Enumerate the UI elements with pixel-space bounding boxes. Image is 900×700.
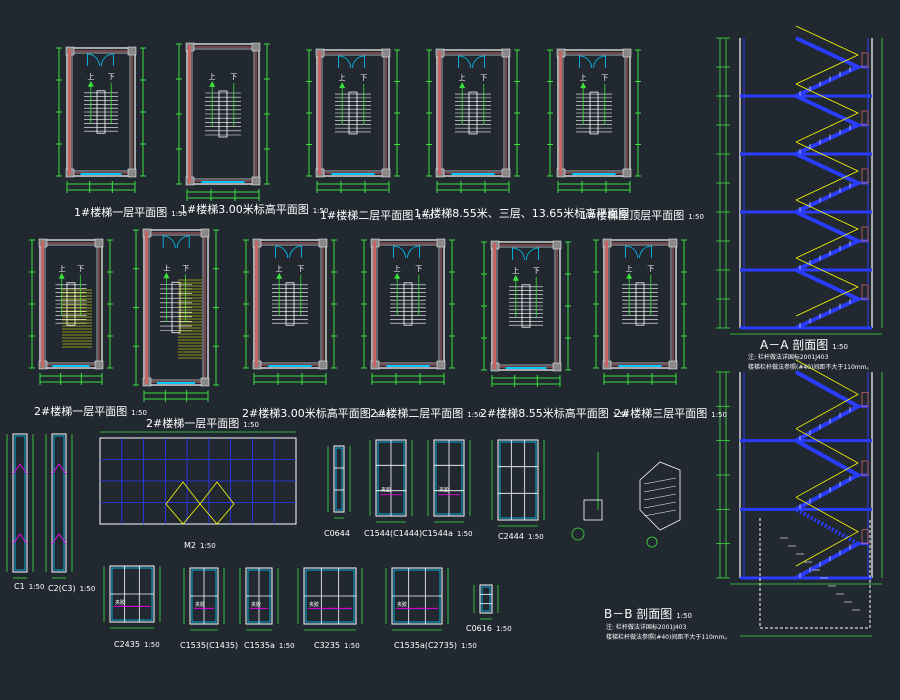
window-c1535: 夹胶 [183, 567, 225, 631]
stair-down-mark: 下 [108, 73, 115, 81]
stair-up-mark: 上 [580, 73, 587, 82]
window-tag: 夹胶 [381, 487, 391, 494]
stair-down-mark: 下 [647, 265, 654, 273]
stair-up-mark: 上 [459, 73, 466, 82]
stair-up-mark: 上 [339, 73, 346, 82]
railing-detail [571, 452, 681, 548]
stair-up-mark: 上 [276, 264, 283, 273]
window-tag: 夹胶 [195, 601, 205, 608]
window-c2435: 夹胶 [103, 565, 161, 629]
window-tag: 夹胶 [115, 599, 125, 606]
plan-2-3m: 上下 [243, 238, 337, 385]
stair-down-mark: 下 [182, 264, 189, 272]
section-note-bb: 注: 栏杆做法详国标2001J403 [606, 624, 687, 631]
window-c1544: 夹胶 [369, 439, 413, 523]
window-c1535a: 夹胶 [239, 567, 279, 631]
window-c0644 [327, 445, 351, 519]
door-m2 [99, 431, 297, 525]
stair-down-mark: 下 [297, 265, 304, 273]
window-label-c2: C2(C3)1:50 [48, 584, 96, 593]
window-label-c0644: C0644 [324, 529, 350, 538]
section-note2-aa: 楼梯栏杆做法参照(#40)间距不大于110mm。 [748, 364, 873, 371]
window-c1 [6, 433, 34, 579]
window-tag: 夹胶 [251, 601, 261, 608]
plan-1-roof: 上下 [547, 48, 641, 193]
window-c-hatch-0 [12, 463, 28, 545]
stair-down-mark: 下 [480, 74, 487, 82]
window-tag: 夹胶 [439, 487, 449, 494]
plan-2-floor1b: 上下 [133, 228, 219, 402]
section-note2-bb: 楼梯栏杆做法参照(#40)间距不大于110mm。 [606, 634, 731, 641]
stair-up-mark: 上 [512, 266, 519, 275]
stair-down-mark: 下 [533, 267, 540, 275]
plan-2-8m: 上下 [481, 240, 571, 387]
stair-down-mark: 下 [77, 265, 84, 273]
stair-down-mark: 下 [360, 74, 367, 82]
section-aa [716, 25, 883, 335]
plan-title-1-4: 1#楼梯8.55米、三层、13.65米标高平面图 [414, 207, 630, 220]
stair-down-mark: 下 [415, 265, 422, 273]
plan-2-floor2: 上下 [361, 238, 455, 385]
window-label-c1535: C1535(C1435) [180, 641, 239, 650]
plan-1-8m: 上下 [426, 48, 520, 193]
stair-up-mark: 上 [59, 264, 66, 273]
window-label-c1544: C1544(C1444) [364, 529, 423, 538]
window-tag: 夹胶 [309, 601, 319, 608]
stair-hatch-0 [62, 289, 92, 348]
window-label-c1535a-c2735: C1535a(C2735)1:50 [394, 641, 477, 650]
section-bb [716, 359, 883, 585]
section-bb-basement [740, 518, 872, 637]
stair-down-mark: 下 [601, 74, 608, 82]
stair-hatch-1 [178, 279, 202, 359]
stair-up-mark: 上 [87, 72, 94, 81]
window-c2 [45, 433, 73, 579]
window-c2444 [491, 439, 545, 527]
stair-up-mark: 上 [626, 264, 633, 273]
stair-up-mark: 上 [209, 72, 216, 81]
window-c0616 [473, 584, 499, 620]
plan-1-3m: 上下 [176, 42, 270, 201]
window-c3235: 夹胶 [297, 567, 363, 631]
plan-2-floor3: 上下 [593, 238, 687, 385]
window-c1544a: 夹胶 [427, 439, 471, 523]
stair-down-mark: 下 [230, 73, 237, 81]
section-note-aa: 注: 栏杆做法详国标2001J403 [748, 354, 829, 361]
plan-1-floor2: 上下 [306, 48, 400, 193]
window-c1535a-c2735: 夹胶 [385, 567, 449, 631]
window-c-hatch-1 [51, 463, 67, 545]
window-tag: 夹胶 [397, 601, 407, 608]
plan-1-floor1: 上下 [56, 46, 146, 193]
stair-up-mark: 上 [394, 264, 401, 273]
plan-2-floor1a: 上下 [29, 238, 113, 385]
stair-up-mark: 上 [163, 263, 170, 272]
